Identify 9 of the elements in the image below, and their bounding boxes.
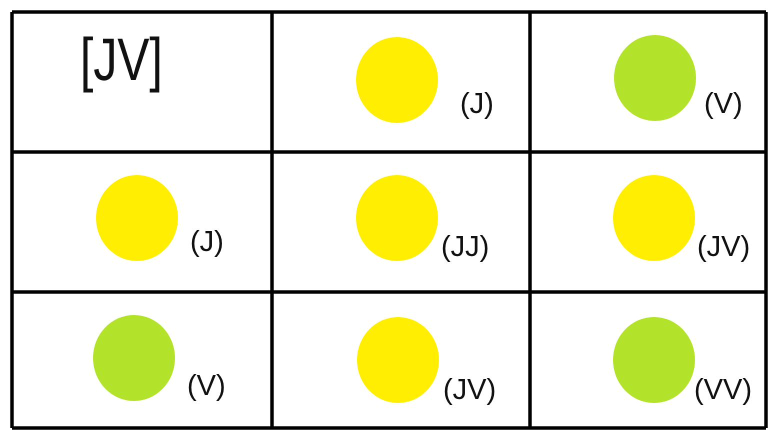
cell-label: (JJ) [441,233,490,262]
cell-label: (J) [460,90,494,119]
cell-label: (VV) [694,376,752,405]
cell-label: (V) [187,372,226,401]
cell-label: (JV) [443,376,496,405]
cell-label: (J) [190,228,224,257]
cell-label: (V) [704,90,743,119]
cell-label: (JV) [697,233,750,262]
table-header: [JV] [80,30,163,90]
